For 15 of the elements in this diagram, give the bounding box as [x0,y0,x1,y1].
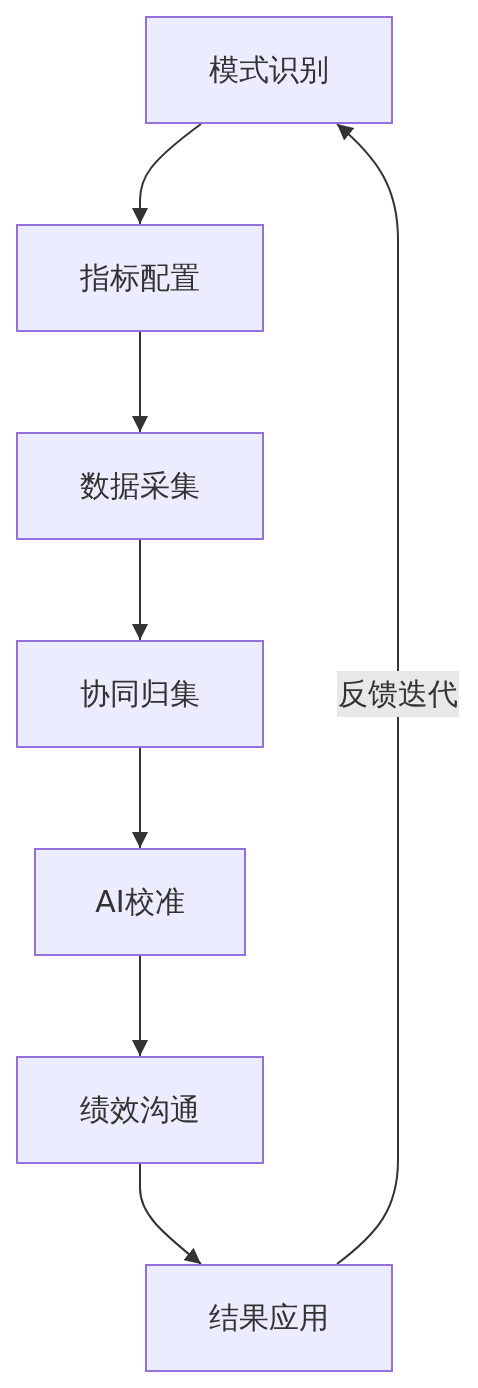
arrow [132,747,148,849]
process-box: 模式识别 [145,16,393,124]
process-box: 指标配置 [16,224,264,332]
process-box: 数据采集 [16,432,264,540]
process-box: 绩效沟通 [16,1056,264,1164]
arrow [132,539,148,641]
arrow [132,123,202,225]
arrow [336,123,399,1265]
process-box: AI校准 [34,848,246,956]
arrow [132,955,148,1057]
arrow [139,1163,202,1265]
process-box: 协同归集 [16,640,264,748]
process-box: 结果应用 [145,1264,393,1372]
arrow [132,331,148,433]
edge-label: 反馈迭代 [337,671,459,717]
